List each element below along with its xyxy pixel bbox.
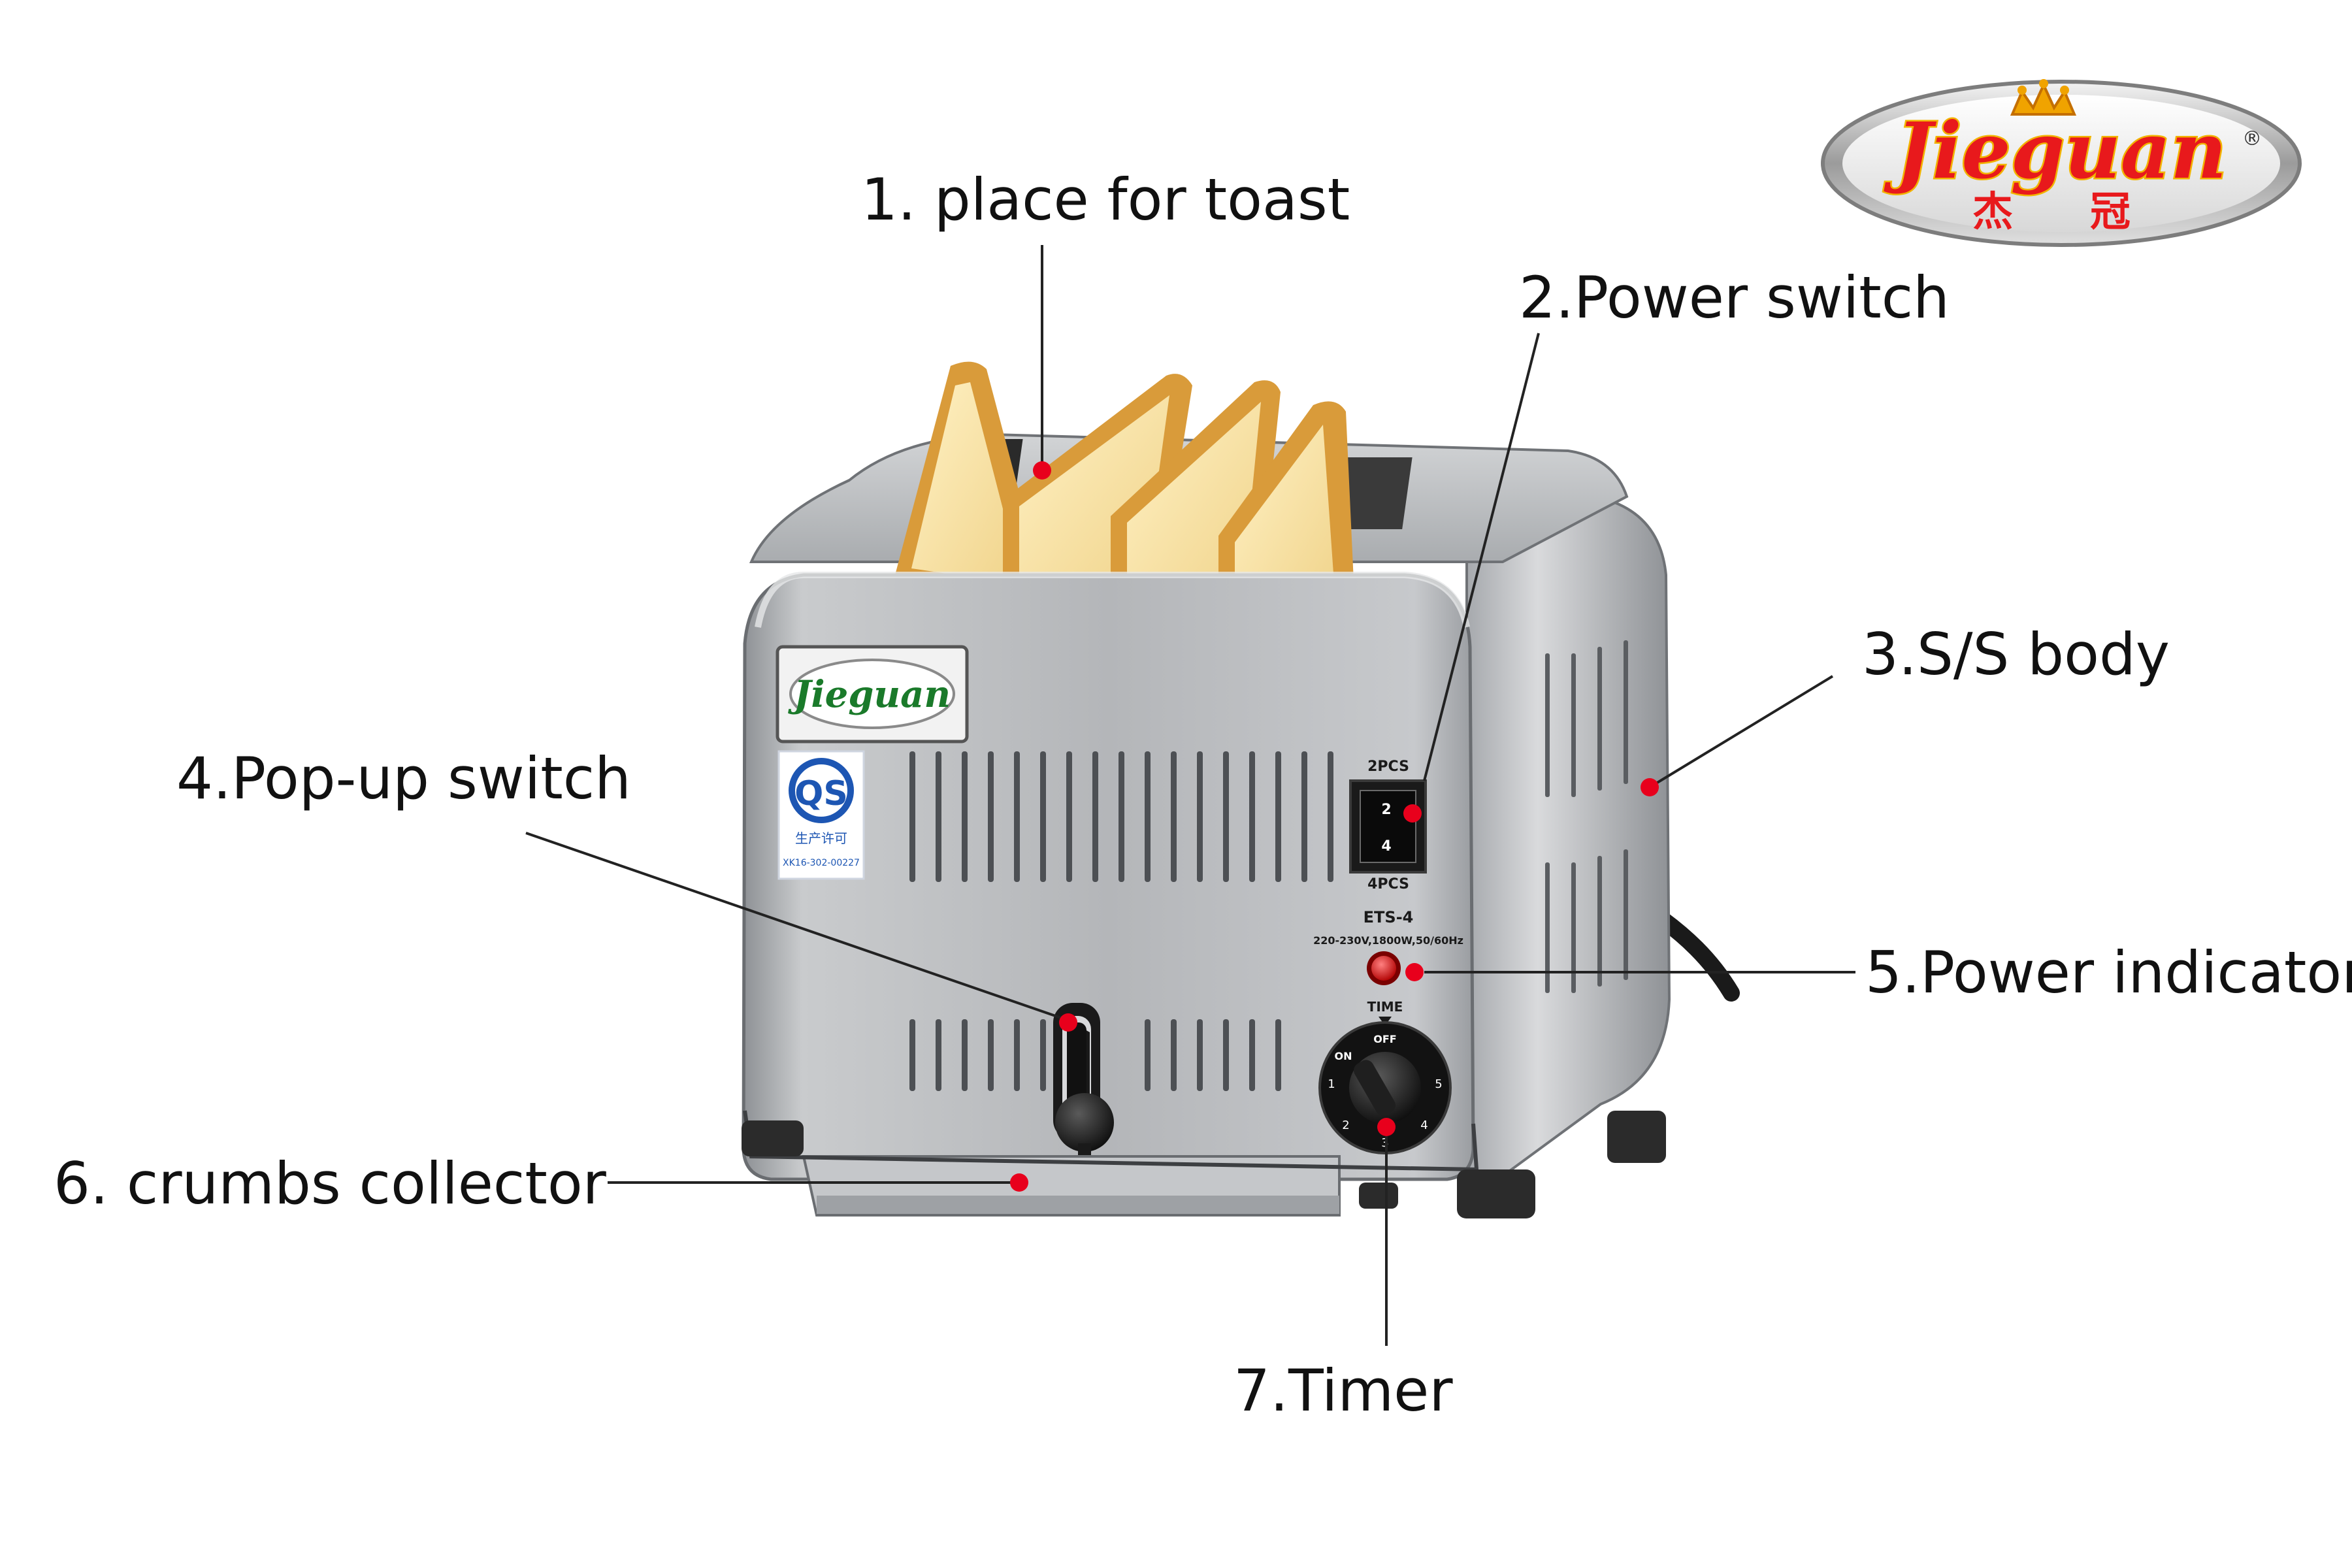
- toast-slice-4: [1218, 401, 1356, 624]
- side-panel: [1465, 488, 1671, 1177]
- toast-slices: [895, 361, 1356, 624]
- callout-power-switch: 2.Power switch: [1519, 264, 1950, 331]
- rocker[interactable]: [1360, 790, 1416, 863]
- qs-small-code: XK16-302-00227: [783, 858, 860, 868]
- dial-on: ON: [1335, 1050, 1352, 1062]
- registered-mark: ®: [2242, 127, 2262, 150]
- callout-place-for-toast: 1. place for toast: [861, 166, 1350, 233]
- brand-logo: Jieguan 杰 冠 ®: [1821, 79, 2302, 247]
- qs-letter: QS: [794, 774, 848, 813]
- power-switch[interactable]: 2PCS 2 4 4PCS: [1349, 759, 1427, 892]
- callout-ss-body: 3.S/S body: [1862, 621, 2170, 688]
- leader-ss-body: [1648, 675, 1834, 789]
- callout-crumbs-collector: 6. crumbs collector: [54, 1150, 606, 1217]
- qs-caption: 生产许可: [795, 830, 847, 846]
- power-indicator-lamp: [1367, 951, 1401, 985]
- badge-logo-text: Jieguan: [788, 673, 951, 716]
- leader-lines: [525, 245, 1855, 1346]
- logo-cn-right: 冠: [2090, 188, 2131, 235]
- lever-knob[interactable]: [1055, 1093, 1114, 1152]
- logo-cn-left: 杰: [1972, 188, 2013, 235]
- leader-popup-switch: [525, 832, 1066, 1021]
- vents-upper: [909, 751, 1333, 882]
- popup-lever[interactable]: [1053, 1003, 1114, 1169]
- callout-timer: 7.Timer: [1233, 1357, 1453, 1424]
- switch-label-bottom: 4PCS: [1367, 876, 1409, 892]
- switch-pos-2: 2: [1381, 802, 1391, 818]
- marker-power-switch: [1403, 804, 1422, 823]
- vents-side: [1545, 640, 1628, 993]
- callout-popup-switch: 4.Pop-up switch: [176, 745, 631, 812]
- crumb-tray[interactable]: [802, 1155, 1341, 1217]
- marker-place-for-toast: [1033, 461, 1051, 480]
- dial-mark-2: 2: [1342, 1119, 1349, 1132]
- logo-wordmark: Jieguan: [1884, 105, 2227, 196]
- crown-icon: [2010, 79, 2077, 116]
- dial-mark-5: 5: [1435, 1077, 1442, 1091]
- model-label: ETS-4: [1364, 908, 1414, 926]
- switch-pos-4: 4: [1381, 838, 1391, 855]
- marker-popup-switch: [1059, 1013, 1077, 1032]
- marker-ss-body: [1641, 778, 1659, 796]
- qs-mark: [777, 750, 865, 880]
- timer-knob-grip: [1354, 1060, 1396, 1116]
- callout-markers: [1010, 461, 1659, 1192]
- dial-mark-4: 4: [1420, 1119, 1428, 1132]
- switch-label-top: 2PCS: [1367, 759, 1409, 775]
- marker-timer: [1377, 1118, 1396, 1136]
- timer-dial[interactable]: TIME OFF ON 1 2 3 4 5: [1318, 999, 1452, 1154]
- dial-mark-1: 1: [1328, 1077, 1335, 1091]
- front-badge: Jieguan QS 生产许可 XK16-302-00227: [776, 645, 969, 880]
- marker-power-indicator: [1405, 963, 1424, 981]
- feet: [742, 1111, 1666, 1218]
- time-label: TIME: [1367, 999, 1403, 1015]
- leader-power-switch: [1423, 333, 1540, 781]
- callout-power-indicator: 5.Power indicator: [1865, 939, 2352, 1006]
- marker-crumbs-collector: [1010, 1173, 1028, 1192]
- spec-label: 220-230V,1800W,50/60Hz: [1313, 934, 1463, 947]
- toaster: Jieguan QS 生产许可 XK16-302-00227 2PCS 2 4 …: [742, 361, 1740, 1218]
- dial-off: OFF: [1373, 1033, 1396, 1045]
- vents-lower: [909, 1019, 1281, 1091]
